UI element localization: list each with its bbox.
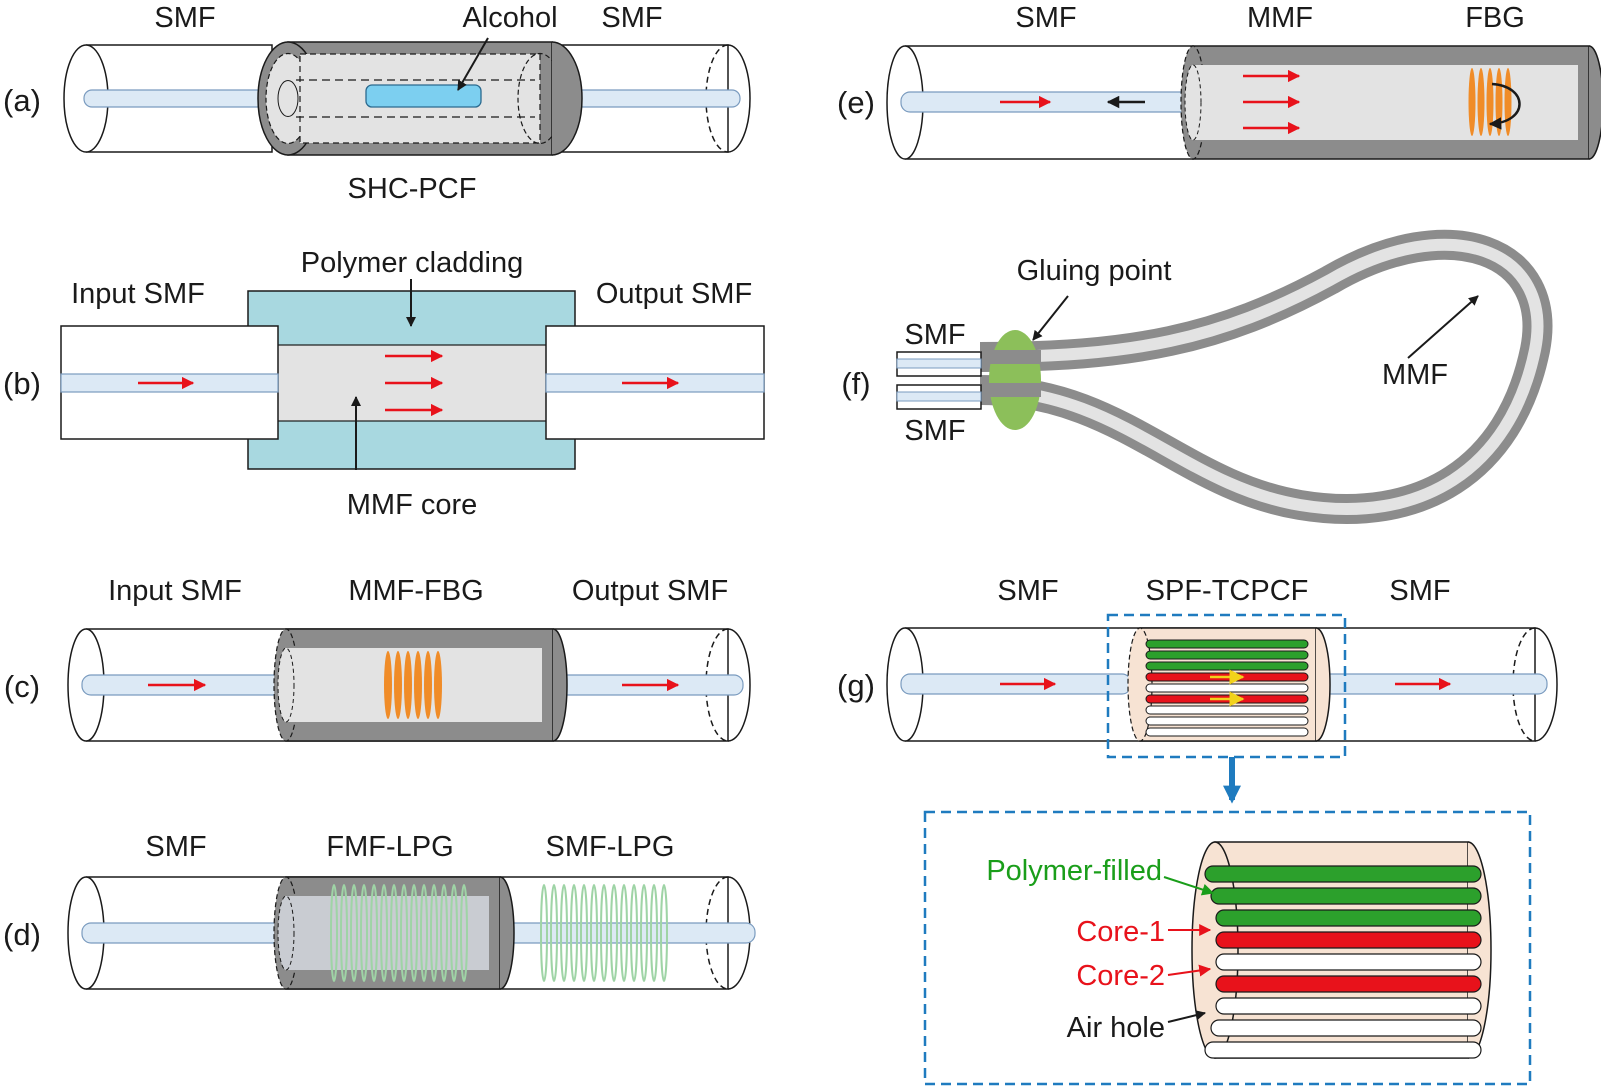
panel-label-d: (d) — [3, 917, 41, 952]
label-a-alcohol: Alcohol — [462, 2, 557, 34]
label-b-output-smf: Output SMF — [596, 278, 752, 310]
panel-a: SMF Alcohol SMF SHC-PCF (a) — [3, 2, 751, 205]
label-c-output-smf: Output SMF — [572, 575, 728, 607]
label-d-smf: SMF — [145, 831, 206, 863]
panel-d: SMF FMF-LPG SMF-LPG (d) — [3, 831, 756, 990]
label-e-fbg: FBG — [1465, 2, 1525, 34]
label-b-polymer-cladding: Polymer cladding — [301, 247, 523, 279]
panel-g: SMF SPF-TCPCF SMF (g) — [837, 575, 1558, 1086]
label-f-smf-bottom: SMF — [904, 415, 965, 447]
panel-label-a: (a) — [3, 83, 41, 118]
panel-label-b: (b) — [3, 366, 41, 401]
label-g-air-hole: Air hole — [1067, 1012, 1165, 1044]
label-g-polymer-filled: Polymer-filled — [986, 855, 1162, 887]
panel-b: Input SMF Polymer cladding Output SMF MM… — [3, 247, 765, 521]
label-g-smf-right: SMF — [1389, 575, 1450, 607]
label-b-mmf-core: MMF core — [347, 489, 478, 521]
panel-label-g: (g) — [837, 668, 875, 703]
panel-g-inset: Polymer-filled Core-1 Core-2 Air hole — [923, 810, 1532, 1086]
label-f-smf-top: SMF — [904, 319, 965, 351]
label-a-shc-pcf: SHC-PCF — [348, 173, 477, 205]
label-g-core-1: Core-1 — [1076, 916, 1165, 948]
label-a-right-smf: SMF — [601, 2, 662, 34]
label-e-smf: SMF — [1015, 2, 1076, 34]
label-b-input-smf: Input SMF — [71, 278, 205, 310]
label-a-left-smf: SMF — [154, 2, 215, 34]
label-e-mmf: MMF — [1247, 2, 1313, 34]
label-d-smf-lpg: SMF-LPG — [546, 831, 675, 863]
panel-label-f: (f) — [841, 366, 870, 401]
label-g-core-2: Core-2 — [1076, 960, 1165, 992]
label-c-mmf-fbg: MMF-FBG — [348, 575, 483, 607]
panel-e: SMF MMF FBG (e) — [837, 2, 1601, 160]
label-c-input-smf: Input SMF — [108, 575, 242, 607]
label-g-smf-left: SMF — [997, 575, 1058, 607]
label-d-fmf-lpg: FMF-LPG — [326, 831, 453, 863]
panel-label-c: (c) — [4, 669, 40, 704]
label-g-spf-tcpcf: SPF-TCPCF — [1146, 575, 1309, 607]
panel-label-e: (e) — [837, 85, 875, 120]
panel-f: Gluing point SMF SMF MMF (f) — [841, 229, 1553, 524]
panel-c: Input SMF MMF-FBG Output SMF (c) — [4, 575, 751, 742]
label-f-gluing-point: Gluing point — [1017, 255, 1172, 287]
label-f-mmf: MMF — [1382, 359, 1448, 391]
